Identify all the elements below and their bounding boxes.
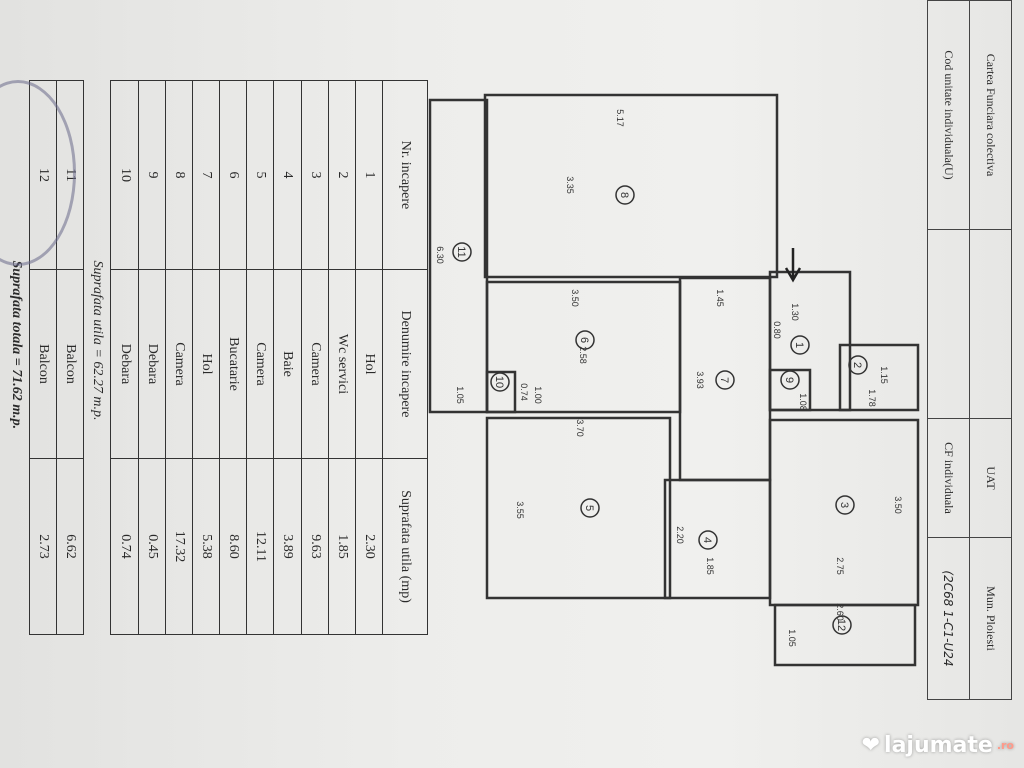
room-number-7: 7 <box>715 370 735 390</box>
room-number-4: 4 <box>698 530 718 550</box>
room-number-2: 2 <box>848 355 868 375</box>
room-number-label: 2 <box>851 362 863 368</box>
dimension-label: 1.78 <box>867 389 877 407</box>
room-12-balcony-walls <box>773 603 917 667</box>
room-number-circle <box>832 615 852 635</box>
entrance-arrow-icon <box>784 248 802 283</box>
room-number-5: 5 <box>580 498 600 518</box>
room-number-9: 9 <box>780 370 800 390</box>
room-number-12: 12 <box>832 615 852 635</box>
room-number-label: 1 <box>793 342 805 348</box>
room-2-walls <box>838 343 920 412</box>
room-number-circle <box>715 370 735 390</box>
room-number-label: 8 <box>618 192 630 198</box>
dimension-label: 1.85 <box>705 557 715 575</box>
room-number-label: 12 <box>835 619 847 631</box>
room-10-walls <box>485 370 517 414</box>
dimension-label: 2.20 <box>675 526 685 544</box>
dimension-label: 1.30 <box>790 303 800 321</box>
room-number-label: 11 <box>455 246 467 257</box>
walls <box>428 93 920 667</box>
room-number-circle <box>452 242 472 262</box>
watermark-tld: .ro <box>996 739 1014 752</box>
room-number-circle <box>848 355 868 375</box>
dimension-label: 2.58 <box>578 346 588 364</box>
room-9-walls <box>768 368 812 412</box>
room-number-11: 11 <box>452 242 472 262</box>
dimension-label: 1.00 <box>533 386 543 404</box>
dimension-label: 6.30 <box>435 246 445 264</box>
dimension-label: 3.50 <box>570 289 580 307</box>
dimension-label: 2.75 <box>835 557 845 575</box>
room-number-circle <box>780 370 800 390</box>
room-number-3: 3 <box>835 495 855 515</box>
room-5-walls <box>485 416 672 600</box>
dimension-label: 1.08 <box>798 393 808 411</box>
room-number-circle <box>698 530 718 550</box>
heart-icon: ❤ <box>861 733 881 758</box>
room-number-label: 10 <box>493 376 505 388</box>
room-number-circle <box>575 330 595 350</box>
room-number-label: 3 <box>838 502 850 508</box>
room-number-label: 6 <box>578 337 590 343</box>
dimension-label: 3.50 <box>893 496 903 514</box>
room-number-6: 6 <box>575 330 595 350</box>
watermark-name: lajumate <box>884 733 993 758</box>
room-number-circle <box>835 495 855 515</box>
room-number-circle <box>615 185 635 205</box>
room-number-circle <box>790 335 810 355</box>
dimension-label: 3.55 <box>515 501 525 519</box>
dimension-label: 1.05 <box>455 386 465 404</box>
room-number-label: 4 <box>701 537 713 543</box>
lajumate-watermark: ❤ lajumate.ro <box>862 733 1014 758</box>
dimension-label: 1.45 <box>715 289 725 307</box>
room-number-circle <box>490 372 510 392</box>
dimension-label: 3.35 <box>565 176 575 194</box>
dimension-label: 2.60 <box>835 603 845 621</box>
dimension-label: 0.80 <box>772 321 782 339</box>
room-11-balcony-walls <box>428 98 489 414</box>
dimension-label: 5.17 <box>615 109 625 127</box>
room-number-label: 9 <box>783 377 795 383</box>
dimension-label: 3.70 <box>575 419 585 437</box>
room-number-label: 5 <box>583 505 595 511</box>
dimension-label: 1.05 <box>787 629 797 647</box>
dimension-label: 0.74 <box>519 383 529 401</box>
room-number-8: 8 <box>615 185 635 205</box>
room-8-walls <box>483 93 779 279</box>
dimension-label: 1.15 <box>879 366 889 384</box>
room-number-label: 7 <box>718 377 730 383</box>
room-number-1: 1 <box>790 335 810 355</box>
dimension-label: 3.93 <box>695 371 705 389</box>
room-number-circle <box>580 498 600 518</box>
room-number-10: 10 <box>490 372 510 392</box>
